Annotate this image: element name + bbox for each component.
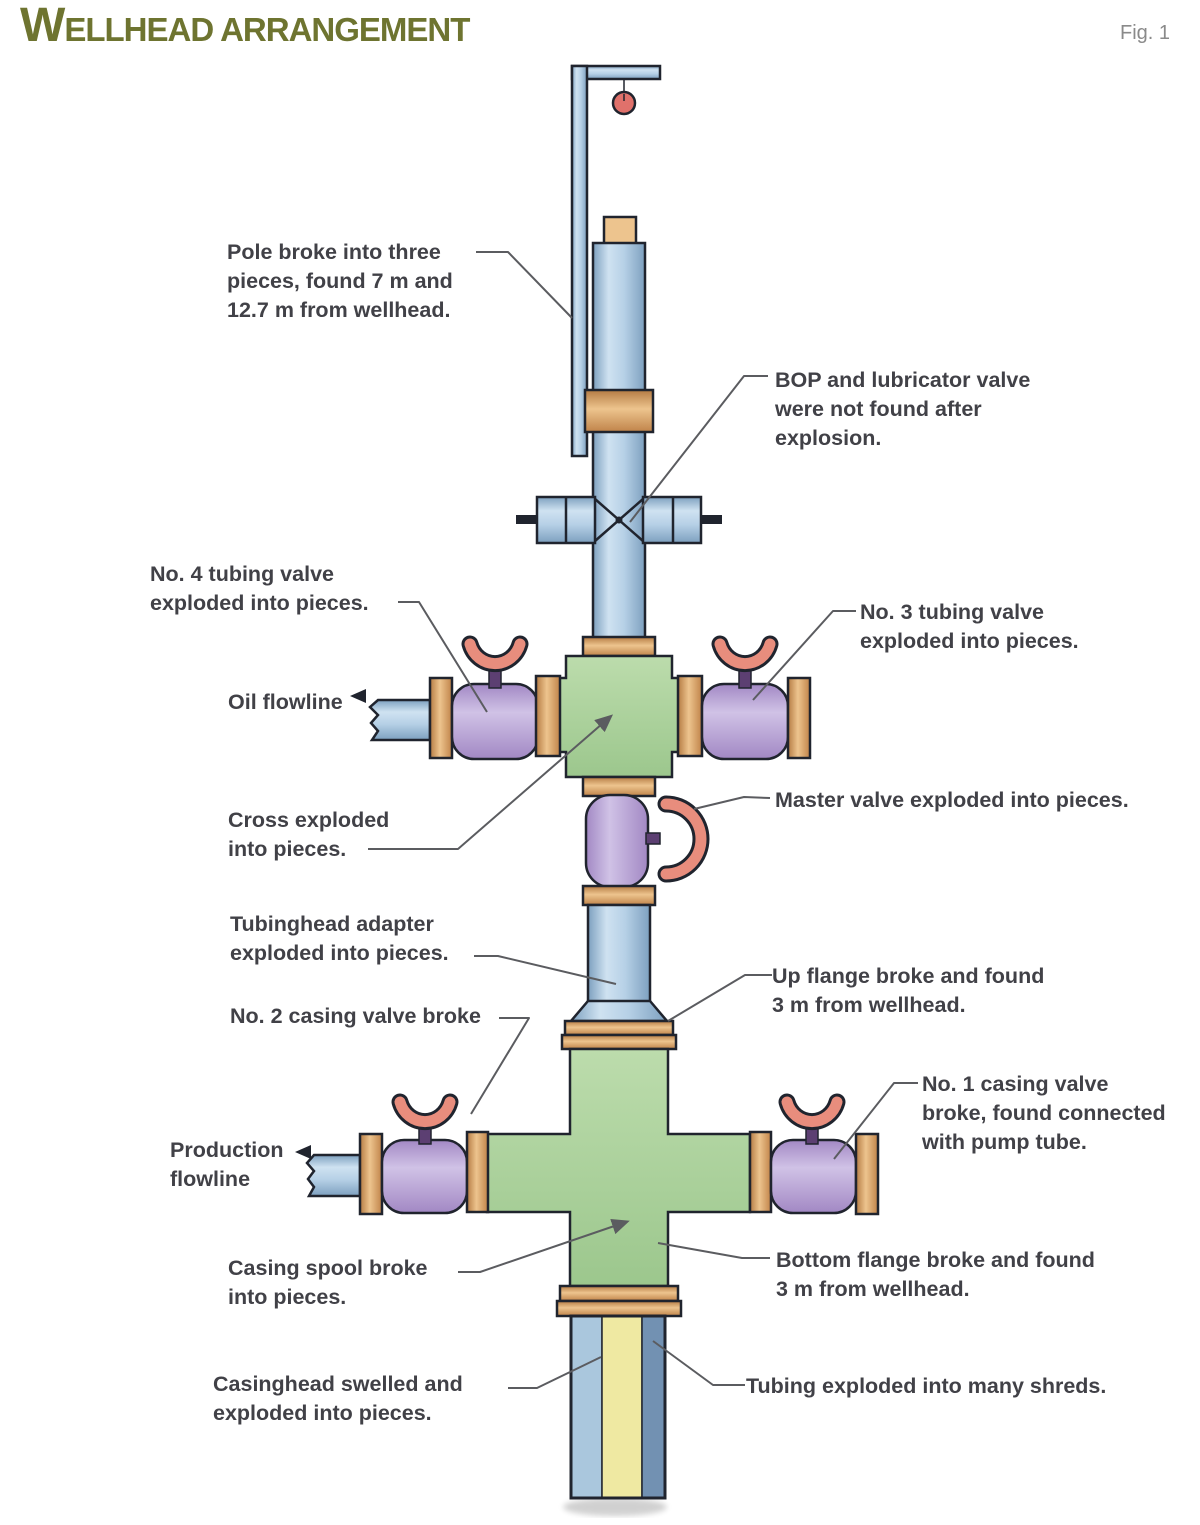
title-rest: ELLHEAD ARRANGEMENT — [64, 11, 470, 48]
callout-tubinghead — [474, 955, 617, 985]
casing-outline — [569, 1314, 667, 1500]
valve4-handle — [470, 644, 520, 664]
master-valve-bottom-flange — [581, 884, 657, 907]
valve3-flange-left — [676, 674, 704, 758]
label-oil-flowline: Oil flowline — [228, 690, 343, 714]
label-up-flange: Up flange broke and found 3 m from wellh… — [772, 964, 1045, 1017]
label-bop: BOP and lubricator valve were not found … — [775, 368, 1031, 450]
label-tubing: Tubing exploded into many shreds. — [746, 1374, 1107, 1398]
casing-valve-2 — [295, 1102, 490, 1216]
callout-upflange — [667, 974, 772, 1022]
callout-pole — [476, 251, 573, 319]
label-casing-spool: Casing spool broke into pieces. — [228, 1256, 428, 1309]
callout-master — [693, 796, 771, 810]
callout-spool — [458, 1218, 630, 1273]
page-title: WELLHEAD ARRANGEMENT — [20, 0, 470, 52]
valve1-body — [769, 1138, 858, 1215]
lubricator-body — [591, 241, 647, 642]
label-no4-tubing-valve: No. 4 tubing valve exploded into pieces. — [150, 562, 369, 615]
label-tubinghead-adapter: Tubinghead adapter exploded into pieces. — [230, 912, 449, 965]
bop-stub-left — [516, 515, 537, 524]
pole-assembly — [570, 64, 662, 458]
lubricator-collar — [583, 388, 655, 434]
lubricator-pipe — [583, 215, 655, 642]
title-initial: W — [20, 0, 65, 52]
tubing-cross-bottom-flange — [581, 775, 657, 798]
bop-cross — [516, 495, 722, 545]
casing-shadow — [563, 1498, 667, 1516]
up-flange-bottom — [560, 1033, 678, 1051]
master-valve-stem — [645, 832, 661, 845]
casing-spool-body — [485, 1047, 752, 1288]
label-no3-tubing-valve: No. 3 tubing valve exploded into pieces. — [860, 600, 1079, 653]
valve3-handle — [720, 644, 770, 664]
valve1-flange-right — [854, 1132, 880, 1216]
label-production-flowline: Production flowline — [170, 1138, 284, 1191]
valve1-flange-left — [748, 1130, 773, 1214]
label-no2-casing-valve: No. 2 casing valve broke — [230, 1004, 481, 1028]
pole-bar — [570, 64, 589, 458]
tubinghead-adapter — [560, 903, 678, 1051]
callout-tubing — [652, 1340, 745, 1386]
bottom-flange-top — [558, 1284, 680, 1303]
up-flange-top — [563, 1019, 675, 1037]
adapter-flare — [568, 999, 670, 1023]
casing-valve-1 — [748, 1102, 880, 1216]
bop-stub-right — [701, 515, 722, 524]
valve2-flange-left — [358, 1132, 384, 1216]
casing-band-right — [641, 1315, 666, 1499]
casing-spool — [485, 1047, 752, 1318]
callout-no3 — [752, 610, 856, 701]
label-bottom-flange: Bottom flange broke and found 3 m from w… — [776, 1248, 1095, 1301]
valve2-handle — [400, 1102, 450, 1122]
callout-cross — [368, 714, 614, 850]
master-valve — [581, 793, 710, 907]
tubing-cross-top-flange — [581, 635, 657, 658]
valve3-flange-right — [786, 676, 812, 760]
valve2-flange-right — [465, 1130, 490, 1214]
callout-bop — [629, 375, 768, 523]
valve3-body — [700, 682, 790, 761]
casinghead-casing — [563, 1314, 667, 1516]
callout-bottomflange — [657, 1242, 770, 1259]
casing-band-left — [570, 1315, 603, 1499]
master-valve-body — [584, 793, 650, 889]
label-master-valve: Master valve exploded into pieces. — [775, 788, 1129, 812]
label-casinghead: Casinghead swelled and exploded into pie… — [213, 1372, 463, 1425]
callout-lines — [368, 251, 918, 1389]
label-pole: Pole broke into three pieces, found 7 m … — [227, 240, 453, 322]
bop-center-dot — [615, 516, 623, 524]
bottom-flange-bottom — [555, 1299, 683, 1318]
valve4-flange-right — [534, 674, 562, 758]
callout-no2 — [470, 1017, 530, 1115]
tubing-band — [601, 1315, 643, 1499]
callout-no1 — [833, 1082, 918, 1160]
adapter-pipe — [586, 903, 652, 1005]
label-cross: Cross exploded into pieces. — [228, 808, 390, 861]
production-flow-arrow — [295, 1145, 311, 1159]
tubing-cross — [536, 635, 702, 798]
tubing-valve-3 — [676, 644, 812, 761]
production-flowline-pipe — [305, 1153, 362, 1198]
valve4-body — [450, 682, 540, 761]
callout-no4 — [398, 601, 488, 713]
callout-casinghead — [508, 1356, 602, 1389]
tubing-valve-4 — [350, 644, 562, 761]
oil-flow-arrow — [350, 689, 366, 703]
figure-number: Fig. 1 — [1120, 22, 1171, 44]
oil-flowline-pipe — [368, 698, 432, 742]
label-no1-casing-valve: No. 1 casing valve broke, found connecte… — [922, 1072, 1166, 1154]
pole-ball — [611, 90, 637, 116]
valve4-flange-left — [428, 676, 454, 760]
valve1-handle — [787, 1102, 837, 1122]
master-valve-handle — [660, 798, 707, 880]
valve2-body — [380, 1138, 469, 1215]
lubricator-cap — [602, 215, 638, 246]
